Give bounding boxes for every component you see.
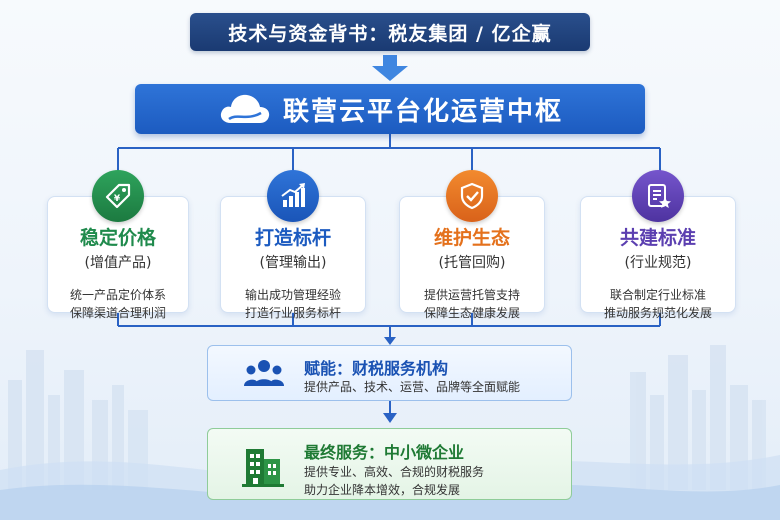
svg-text:¥: ¥ [114,194,121,204]
enablement-title: 赋能：财税服务机构 [304,359,449,378]
pillar-desc-line: 统一产品定价体系 [69,288,166,302]
price-tag-icon: ¥ [92,170,144,222]
final-service-desc-line: 提供专业、高效、合规的财税服务 [304,465,485,479]
final-service-box: 最终服务：中小微企业 提供专业、高效、合规的财税服务 助力企业降本增效，合规发展 [207,428,572,500]
pillar-title: 维护生态 [433,227,510,249]
pillar-title: 共建标准 [619,227,696,249]
enablement-box: 赋能：财税服务机构 提供产品、技术、运营、品牌等全面赋能 [207,345,572,401]
pillar-subtitle: (行业规范) [624,255,692,271]
cloud-icon [220,94,270,123]
pillar-desc-line: 保障渠道合理利润 [69,306,166,320]
pillar-desc-line: 打造行业服务标杆 [244,306,341,320]
pillar-title: 打造标杆 [254,227,331,249]
standard-document-icon [632,170,684,222]
pillar-desc-line: 推动服务规范化发展 [603,306,712,320]
pillar-subtitle: (管理输出) [259,255,327,271]
down-arrow-icon [372,55,408,81]
pillar-desc-line: 联合制定行业标准 [609,288,706,302]
final-service-desc-line: 助力企业降本增效，合规发展 [304,483,461,497]
shield-check-icon [446,170,498,222]
hub-banner: 联营云平台化运营中枢 [135,84,645,134]
pillar-subtitle: (托管回购) [438,255,506,271]
buildings-icon [242,449,284,487]
hub-title: 联营云平台化运营中枢 [282,96,563,127]
final-service-title: 最终服务：中小微企业 [304,443,465,462]
pillar-desc-line: 提供运营托管支持 [423,288,520,302]
top-banner-text: 技术与资金背书：税友集团 / 亿企赢 [228,22,552,45]
people-group-icon [244,360,284,386]
pillar-title: 稳定价格 [79,227,156,249]
pillar-desc-line: 保障生态健康发展 [423,306,520,320]
enablement-desc: 提供产品、技术、运营、品牌等全面赋能 [304,380,521,394]
top-banner: 技术与资金背书：税友集团 / 亿企赢 [190,13,590,51]
pillar-desc-line: 输出成功管理经验 [244,288,341,302]
pillar-subtitle: (增值产品) [84,255,152,271]
growth-chart-icon [267,170,319,222]
